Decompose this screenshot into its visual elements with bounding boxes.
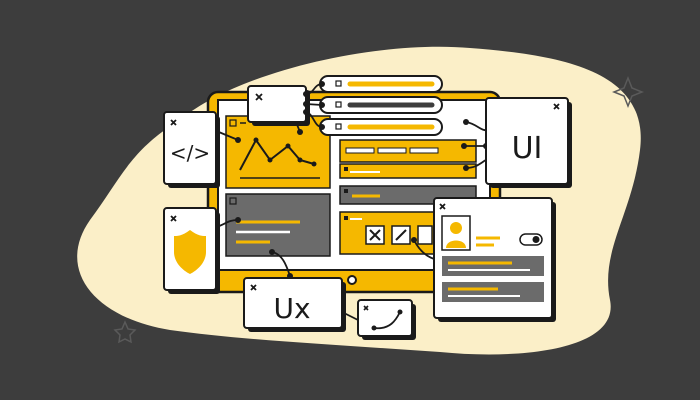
window-square-icon (229, 119, 237, 127)
close-icon[interactable] (250, 284, 257, 291)
ui-card: UI (485, 97, 572, 188)
shield-card (163, 207, 220, 294)
ux-label: Ux (273, 292, 310, 325)
star-icon (113, 320, 137, 344)
screen-list-panel (339, 139, 477, 205)
code-brackets-icon: </> (170, 141, 210, 165)
tag-bars (319, 75, 443, 136)
close-icon[interactable] (363, 305, 369, 311)
profile-info-row (442, 256, 544, 276)
close-icon[interactable] (170, 215, 177, 222)
screen-text-panel (225, 193, 331, 257)
sparkle-icon (611, 75, 645, 109)
close-icon[interactable] (255, 93, 263, 101)
close-icon[interactable] (553, 103, 560, 110)
ux-card: Ux (243, 277, 346, 332)
toggle-icon[interactable] (519, 233, 543, 246)
ui-label: UI (512, 131, 543, 166)
close-icon[interactable] (439, 203, 446, 210)
code-card: </> (163, 111, 220, 188)
close-icon[interactable] (170, 119, 177, 126)
shield-icon (174, 230, 206, 274)
small-window-card (247, 85, 310, 126)
screen-chart-panel (225, 115, 331, 189)
profile-info-row (442, 282, 544, 302)
user-avatar-icon (446, 222, 466, 248)
profile-card (433, 197, 556, 322)
curve-card (357, 299, 416, 340)
monitor-power-button (347, 275, 357, 285)
screen-checkbox-panel (339, 211, 437, 255)
